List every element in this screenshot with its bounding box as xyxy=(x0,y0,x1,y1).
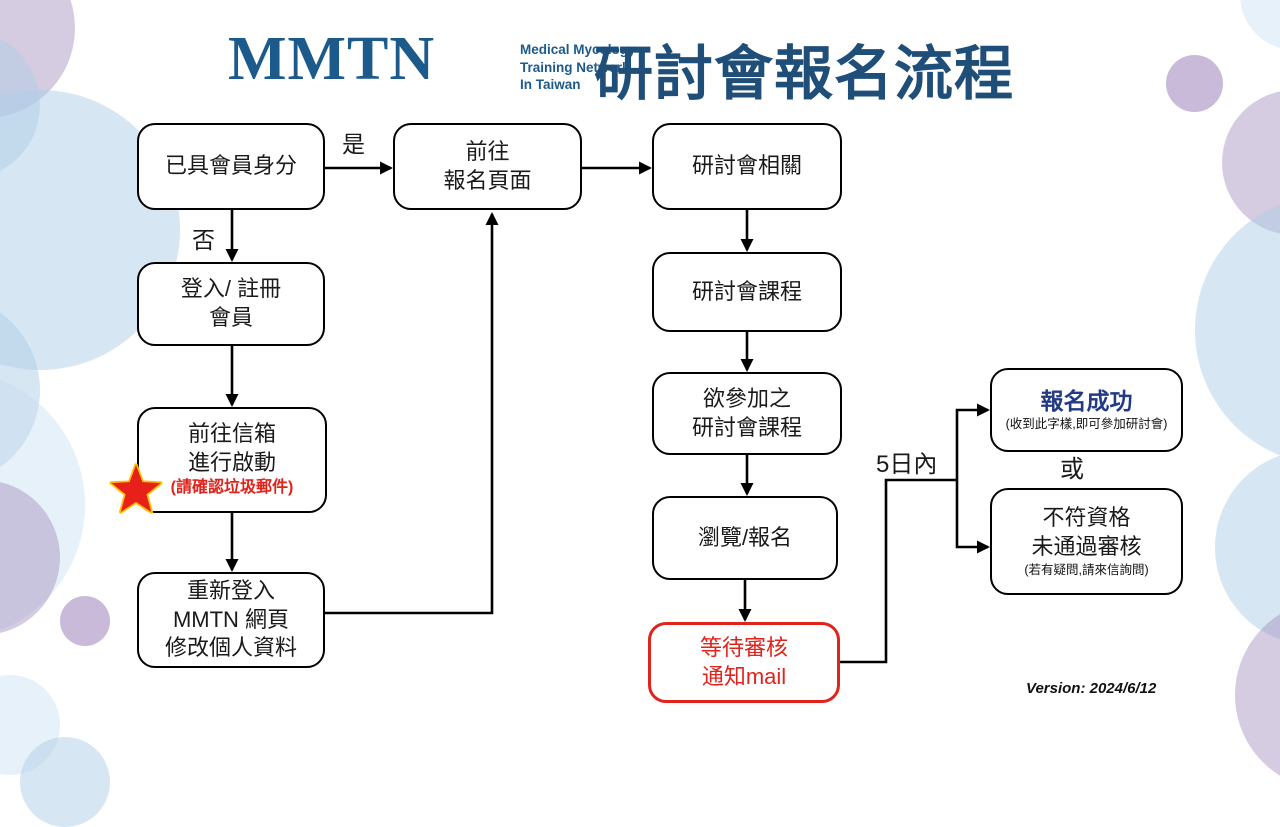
logo-sub-line: Medical Mycology xyxy=(520,42,636,57)
box-text: 登入/ 註冊 xyxy=(180,276,282,302)
box-text: 研討會課程 xyxy=(691,278,802,304)
box-text: MMTN 網頁 xyxy=(172,606,290,632)
decor-circle xyxy=(1166,55,1223,112)
decor-circle xyxy=(20,737,110,827)
flow-connectors xyxy=(225,161,990,664)
flow-box-goto-registration-page: 前往 報名頁面 xyxy=(393,123,582,210)
logo-sub-line: In Taiwan xyxy=(520,77,581,93)
box-text: 研討會相關 xyxy=(691,153,802,179)
flow-box-wait-review-mail: 等待審核 通知mail xyxy=(648,622,840,703)
flow-box-seminar-course: 研討會課程 xyxy=(652,252,842,332)
edge-label-no: 否 xyxy=(192,227,215,253)
page-title: 研討會報名流程 xyxy=(594,41,1015,107)
box-text: 前往 xyxy=(465,138,510,164)
flow-box-registration-success: 報名成功 (收到此字樣,即可參加研討會) xyxy=(990,368,1183,452)
box-text: 進行啟動 xyxy=(187,449,276,475)
box-text: 瀏覽/報名 xyxy=(697,524,793,550)
box-text: 報名頁面 xyxy=(443,167,532,193)
box-text: 通知mail xyxy=(701,663,787,689)
box-text: 不符資格 xyxy=(1042,505,1131,531)
flow-box-seminar-related: 研討會相關 xyxy=(652,123,842,210)
spam-warning-note: (請確認垃圾郵件) xyxy=(170,479,294,497)
decor-circle xyxy=(60,596,110,646)
flow-box-member-status: 已具會員身分 xyxy=(137,123,325,210)
edge-label-or: 或 xyxy=(1060,456,1084,483)
edge-label-yes: 是 xyxy=(342,131,365,157)
box-text: 未通過審核 xyxy=(1031,534,1142,560)
box-text: 欲參加之 xyxy=(702,385,791,411)
flow-box-course-to-attend: 欲參加之 研討會課程 xyxy=(652,372,842,455)
box-text: 會員 xyxy=(208,305,253,330)
mmtn-logo-subtitle: Medical Mycology Training Network In Tai… xyxy=(520,41,636,94)
flow-box-login-register: 登入/ 註冊 會員 xyxy=(137,262,325,346)
mmtn-logo: MMTN xyxy=(228,25,436,93)
version-stamp: Version: 2024/6/12 xyxy=(1026,680,1157,697)
box-text: 前往信箱 xyxy=(187,421,276,447)
logo-sub-line: Training Network xyxy=(520,59,630,75)
fail-note: (若有疑問,請來信詢問) xyxy=(1024,562,1149,577)
star-icon xyxy=(108,463,164,519)
success-title: 報名成功 xyxy=(1040,388,1133,415)
success-note: (收到此字樣,即可參加研討會) xyxy=(1005,416,1168,431)
box-text: 修改個人資料 xyxy=(164,635,297,661)
edge-label-within-5-days: 5日內 xyxy=(876,451,938,478)
box-text: 研討會課程 xyxy=(691,414,802,440)
box-text: 重新登入 xyxy=(186,578,275,604)
flow-box-mailbox-activation: 前往信箱 進行啟動 (請確認垃圾郵件) xyxy=(137,407,327,513)
box-text: 等待審核 xyxy=(699,634,788,660)
flow-box-not-qualified: 不符資格 未通過審核 (若有疑問,請來信詢問) xyxy=(990,488,1183,595)
flow-box-relogin: 重新登入 MMTN 網頁 修改個人資料 xyxy=(137,572,325,668)
flow-box-browse-register: 瀏覽/報名 xyxy=(652,496,838,580)
box-text: 已具會員身分 xyxy=(164,153,297,179)
